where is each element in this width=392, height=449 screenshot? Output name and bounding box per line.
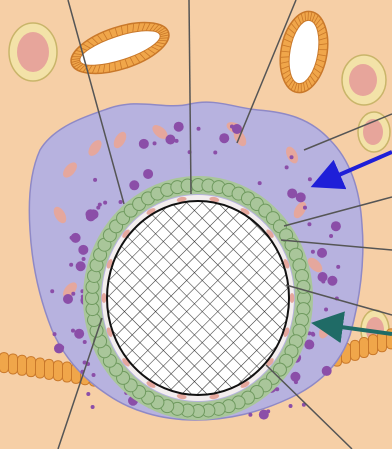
purple-cell bbox=[91, 405, 95, 409]
purple-cell bbox=[307, 222, 311, 226]
purple-cell bbox=[258, 181, 262, 185]
purple-cell bbox=[53, 332, 57, 336]
epithelial-cell bbox=[0, 353, 9, 373]
purple-cell bbox=[311, 332, 315, 336]
purple-cell bbox=[63, 294, 73, 304]
purple-cell bbox=[74, 329, 84, 339]
purple-cell bbox=[336, 265, 340, 269]
purple-cell bbox=[71, 329, 75, 333]
purple-cell bbox=[331, 221, 341, 231]
purple-cell bbox=[303, 206, 307, 210]
purple-cell bbox=[143, 169, 153, 179]
purple-cell bbox=[290, 155, 294, 159]
purple-cell bbox=[317, 248, 327, 258]
epithelial-cell bbox=[360, 338, 369, 358]
purple-cell bbox=[322, 366, 332, 376]
purple-cell bbox=[69, 263, 73, 267]
purple-cell bbox=[321, 279, 325, 283]
purple-cell bbox=[324, 308, 328, 312]
purple-cell bbox=[96, 206, 100, 210]
epithelial-cell bbox=[369, 335, 378, 355]
epithelial-cell bbox=[9, 354, 18, 374]
purple-cell bbox=[248, 413, 252, 417]
spindle-cell bbox=[102, 293, 107, 303]
epithelial-cell bbox=[63, 362, 72, 382]
purple-cell bbox=[93, 178, 97, 182]
purple-cell bbox=[266, 409, 270, 413]
purple-cell bbox=[153, 141, 157, 145]
purple-cell bbox=[219, 133, 229, 143]
purple-cell bbox=[311, 250, 315, 254]
purple-cell bbox=[71, 233, 81, 243]
epithelial-cell bbox=[45, 359, 54, 379]
purple-cell bbox=[296, 192, 306, 202]
purple-cell bbox=[82, 257, 86, 261]
purple-cell bbox=[50, 289, 54, 293]
purple-cell bbox=[139, 139, 149, 149]
purple-cell bbox=[78, 245, 88, 255]
epithelial-cell bbox=[351, 340, 360, 360]
purple-cell bbox=[290, 372, 300, 382]
implant bbox=[107, 201, 289, 395]
epithelial-cell bbox=[36, 358, 45, 378]
epithelial-cell bbox=[54, 361, 63, 381]
purple-cell bbox=[129, 180, 139, 190]
purple-cell bbox=[329, 234, 333, 238]
spindle-cell bbox=[290, 293, 295, 303]
purple-cell bbox=[285, 165, 289, 169]
purple-cell bbox=[175, 139, 179, 143]
purple-cell bbox=[289, 404, 293, 408]
purple-cell bbox=[287, 188, 297, 198]
purple-cell bbox=[174, 122, 184, 132]
purple-cell bbox=[71, 292, 75, 296]
purple-cell bbox=[103, 201, 107, 205]
vessel-mid-right bbox=[358, 112, 390, 152]
purple-cell bbox=[83, 340, 87, 344]
purple-cell bbox=[119, 200, 123, 204]
purple-cell bbox=[304, 340, 314, 350]
epithelial-cell bbox=[18, 355, 27, 375]
purple-cell bbox=[213, 150, 217, 154]
purple-cell bbox=[92, 373, 96, 377]
purple-cell bbox=[60, 345, 64, 349]
purple-cell bbox=[327, 276, 337, 286]
vessel-top-left bbox=[9, 23, 57, 81]
purple-cell bbox=[308, 177, 312, 181]
vessel-top-right bbox=[342, 55, 386, 105]
purple-cell bbox=[230, 125, 234, 129]
purple-cell bbox=[76, 261, 86, 271]
purple-cell bbox=[165, 134, 175, 144]
purple-cell bbox=[85, 209, 95, 219]
epithelial-cell bbox=[27, 357, 36, 377]
purple-cell bbox=[86, 392, 90, 396]
purple-cell bbox=[197, 127, 201, 131]
